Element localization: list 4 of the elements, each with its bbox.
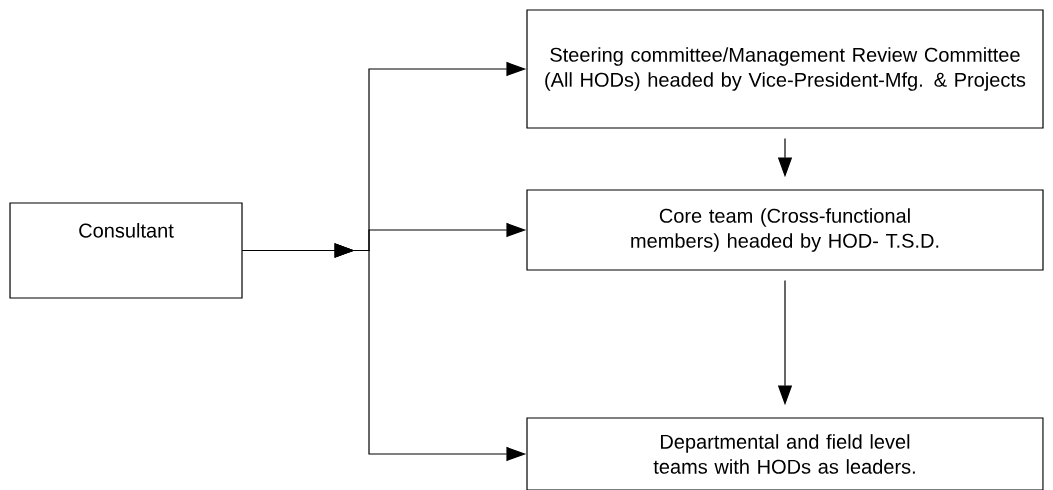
process-box: Departmental and field level teams with HODs as leaders. bbox=[526, 417, 1044, 490]
process-box: Core team (Cross-functional members) headed by HOD- T.S.D. bbox=[526, 189, 1044, 271]
process-box: Consultant bbox=[9, 202, 243, 299]
process-box: Steering committee/Management Review Committee (All HODs) headed by Vice-President-Mfg. & Projects bbox=[526, 9, 1044, 129]
